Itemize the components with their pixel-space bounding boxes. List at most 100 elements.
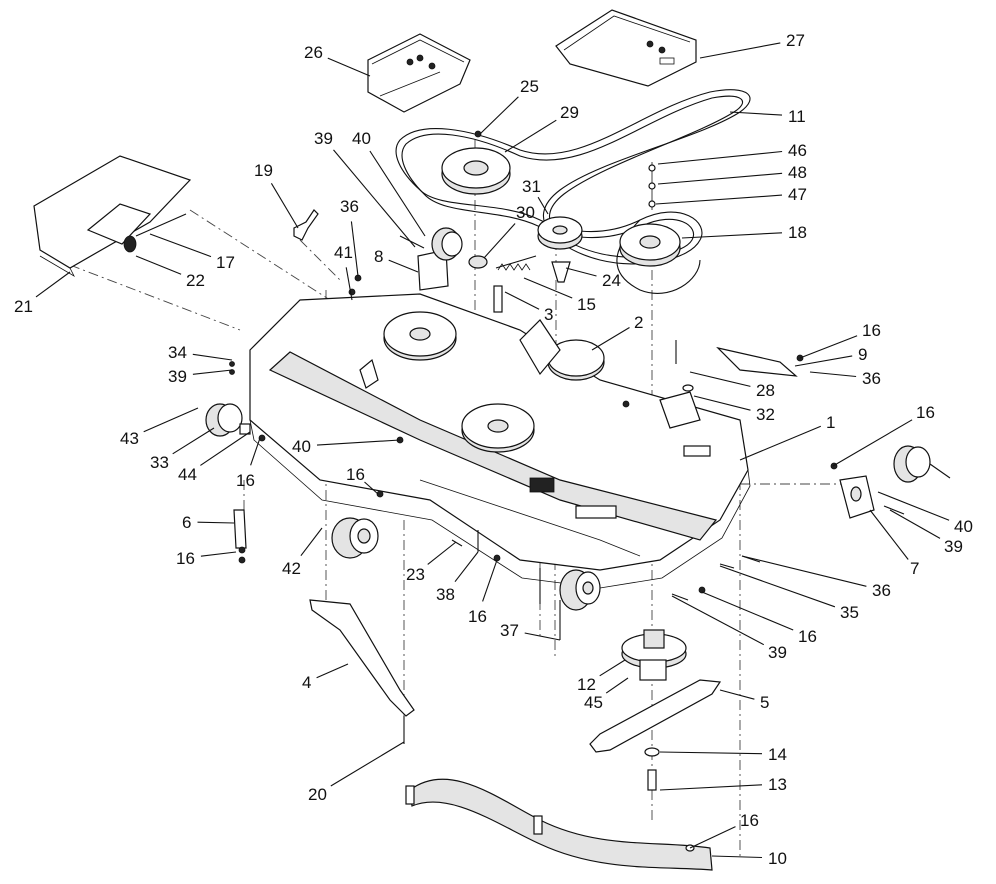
part-number-25: 25 [520, 77, 539, 96]
callout-leader-16 [832, 419, 913, 467]
callout-leader-16 [701, 591, 794, 631]
part-number-40: 40 [954, 517, 973, 536]
part-number-23: 23 [406, 565, 425, 584]
part-number-2: 2 [634, 313, 643, 332]
part-number-44: 44 [178, 465, 197, 484]
callout-leader-40 [369, 150, 426, 237]
part-number-3: 3 [544, 305, 553, 324]
part-number-33: 33 [150, 453, 169, 472]
part-number-6: 6 [182, 513, 191, 532]
callout-leader-20 [330, 741, 405, 787]
callout-leader-34 [192, 353, 233, 361]
part-number-35: 35 [840, 603, 859, 622]
part-number-34: 34 [168, 343, 187, 362]
anti-scalp-wheel-33 [205, 403, 251, 437]
part-number-30: 30 [516, 203, 535, 222]
part-number-16: 16 [916, 403, 935, 422]
callout-leader-4 [316, 663, 349, 679]
callout-leader-18 [681, 232, 783, 239]
bracket-6 [233, 509, 247, 564]
part-number-40: 40 [292, 437, 311, 456]
part-number-36: 36 [872, 581, 891, 600]
bracket-8 [399, 227, 463, 291]
part-number-16: 16 [862, 321, 881, 340]
callout-leader-1 [739, 425, 822, 461]
callout-leader-16 [689, 826, 736, 849]
callout-leader-30 [483, 223, 516, 259]
part-number-36: 36 [340, 197, 359, 216]
part-number-31: 31 [522, 177, 541, 196]
pulley-18 [619, 223, 681, 267]
part-number-40: 40 [352, 129, 371, 148]
part-number-42: 42 [282, 559, 301, 578]
callout-leader-31 [537, 196, 549, 215]
callout-leader-39 [889, 509, 941, 539]
callout-leader-10 [711, 855, 763, 859]
part-number-32: 32 [756, 405, 775, 424]
part-number-47: 47 [788, 185, 807, 204]
callout-leader-15 [523, 277, 573, 299]
part-number-16: 16 [798, 627, 817, 646]
callout-leader-7 [869, 509, 909, 560]
part-number-16: 16 [468, 607, 487, 626]
part-number-8: 8 [374, 247, 383, 266]
callout-leader-6 [197, 521, 235, 524]
part-number-21: 21 [14, 297, 33, 316]
part-number-16: 16 [740, 811, 759, 830]
pulley-29 [441, 130, 511, 195]
callout-leader-9 [794, 355, 853, 367]
part-number-10: 10 [768, 849, 787, 868]
part-number-16: 16 [236, 471, 255, 490]
part-number-39: 39 [168, 367, 187, 386]
callout-leader-36 [350, 221, 359, 277]
callout-leader-23 [427, 541, 457, 565]
callout-leader-16 [364, 481, 379, 495]
part-number-43: 43 [120, 429, 139, 448]
part-number-19: 19 [254, 161, 273, 180]
callout-leader-41 [345, 267, 353, 301]
part-number-39: 39 [314, 129, 333, 148]
callout-leader-24 [565, 267, 597, 277]
knob-19 [293, 209, 319, 241]
callout-leader-29 [504, 119, 557, 153]
part-number-16: 16 [346, 465, 365, 484]
part-number-36: 36 [862, 369, 881, 388]
callout-leader-13 [659, 784, 763, 791]
callout-leader-36 [809, 371, 857, 378]
part-number-48: 48 [788, 163, 807, 182]
part-number-18: 18 [788, 223, 807, 242]
callout-leader-11 [729, 111, 783, 116]
callout-leader-3 [504, 291, 540, 310]
callout-leader-2 [591, 327, 630, 351]
part-number-11: 11 [788, 107, 806, 126]
callout-leader-16 [250, 437, 261, 466]
callout-leader-38 [454, 551, 479, 583]
callout-leader-12 [599, 659, 626, 677]
idler-hardware [468, 162, 656, 313]
part-number-37: 37 [500, 621, 519, 640]
callout-leader-22 [135, 255, 182, 275]
callout-leader-45 [605, 677, 629, 694]
belt-cover-right [555, 9, 697, 87]
part-number-14: 14 [768, 745, 787, 764]
callout-leader-26 [327, 57, 371, 77]
baffle-10 [405, 778, 713, 871]
anti-scalp-wheel-right [893, 445, 951, 483]
mower-deck [249, 293, 751, 589]
part-number-28: 28 [756, 381, 775, 400]
callout-leader-14 [659, 751, 763, 755]
discharge-chute [33, 155, 192, 278]
part-number-15: 15 [577, 295, 596, 314]
baffle-4 [309, 599, 415, 744]
part-number-7: 7 [910, 559, 919, 578]
callout-leader-16 [482, 559, 498, 602]
callout-leader-40 [877, 491, 950, 521]
callout-leader-19 [270, 183, 299, 229]
callout-leader-28 [689, 371, 751, 387]
bracket-7 [839, 475, 875, 519]
callout-leader-21 [35, 271, 71, 298]
callout-leader-8 [388, 259, 419, 273]
part-number-26: 26 [304, 43, 323, 62]
callout-leader-43 [143, 407, 199, 433]
